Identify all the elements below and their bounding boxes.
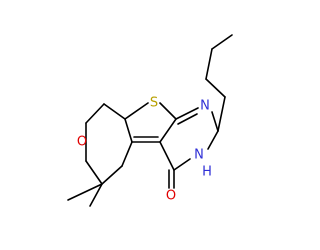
bond-butyl-1	[217, 96, 226, 132]
nh-nitrogen-atom-label: N	[194, 148, 204, 163]
bond-ch2-top	[103, 103, 126, 120]
bond-c4-c4a	[159, 141, 175, 171]
carbonyl-oxygen-atom-label: O	[166, 189, 176, 204]
bond-ch2-o-left	[85, 103, 105, 124]
bond-o-cme2	[85, 160, 103, 185]
bond-methyl-1	[67, 183, 103, 201]
bond-ch2-c-ring	[121, 141, 133, 167]
bond-methyl-2	[89, 183, 103, 207]
skeletal-structure-diagram: S N N H O O	[67, 34, 233, 207]
bond-butyl-2	[205, 78, 226, 98]
bond-c-c-fused	[124, 118, 133, 143]
bond-c-c7a	[159, 118, 177, 143]
bond-butyl-3	[205, 48, 213, 80]
bond-s-c	[159, 102, 177, 120]
bond-butyl-4	[211, 34, 233, 50]
bond-c7a-n	[175, 107, 199, 120]
nitrogen-atom-label: N	[200, 99, 210, 114]
bond-n-c2	[211, 111, 219, 132]
bond-c-s	[124, 102, 149, 120]
ring-oxygen-atom-label: O	[77, 135, 87, 150]
sulfur-atom-label: S	[150, 96, 158, 111]
bond-nh-c4	[173, 158, 191, 171]
nh-hydrogen-atom-label: H	[202, 165, 212, 180]
bond-cme2-ch2	[101, 165, 123, 185]
bond-c7a-n-double	[177, 113, 198, 125]
bond-c2-nh	[207, 130, 219, 150]
molecule-canvas: S N N H O O	[67, 34, 233, 207]
